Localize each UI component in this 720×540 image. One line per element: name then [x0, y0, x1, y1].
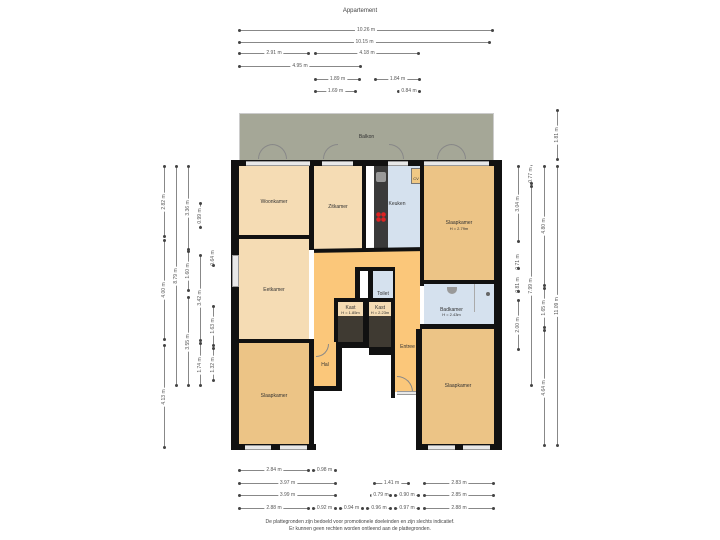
- dimension-line: 1.32 m: [209, 347, 217, 382]
- wall: [336, 342, 342, 390]
- wall: [416, 329, 422, 450]
- dimension-line: 3.97 m: [238, 479, 337, 487]
- dimension-line: 7.99 m: [527, 185, 535, 387]
- dimension-line: 2.00 m: [514, 299, 522, 351]
- wall: [314, 386, 342, 391]
- room-badkamer: Badkamer H = 2.43m: [424, 284, 494, 324]
- shower-divider: [474, 284, 475, 312]
- dimension-line: 3.99 m: [238, 491, 337, 499]
- drain-icon: [486, 292, 490, 296]
- room-entree: Entree: [395, 284, 420, 392]
- dimension-line: 4.18 m: [314, 49, 420, 57]
- room-toilet: Toilet: [373, 271, 393, 298]
- dimension-line: 0.71 m: [514, 252, 522, 272]
- dimension-line: 2.84 m: [238, 466, 310, 474]
- plan-title: Appartement: [342, 8, 378, 14]
- dimension-line: 1.41 m: [373, 479, 410, 487]
- dimension-line: 0.92 m: [312, 504, 337, 512]
- wall: [309, 342, 314, 450]
- dimension-line: 4.64 m: [540, 329, 548, 447]
- dimension-line: 4.13 m: [160, 344, 168, 449]
- dimension-line: 0.97 m: [394, 504, 420, 512]
- dimension-line: 1.69 m: [314, 87, 357, 95]
- wall: [239, 235, 310, 239]
- dimension-line: 0.81 m: [514, 275, 522, 295]
- wall: [239, 339, 315, 343]
- room-slaapkamer-ne: Slaapkamer H = 2.79m: [424, 166, 494, 281]
- dimension-line: 2.83 m: [423, 479, 495, 487]
- dimension-line: 2.82 m: [160, 165, 168, 238]
- room-zitkamer: Zitkamer: [314, 166, 362, 249]
- disclaimer: De plattegronden zijn bedoeld voor promo…: [265, 519, 455, 532]
- wall: [369, 347, 395, 355]
- window: [280, 445, 307, 450]
- dimension-line: 10.15 m: [238, 38, 491, 46]
- dimension-line: 11.09 m: [553, 165, 561, 447]
- wall: [231, 444, 316, 450]
- kitchen-counter: [374, 166, 388, 248]
- dimension-line: 1.81 m: [553, 109, 561, 161]
- dimension-line: 1.65 m: [540, 287, 548, 329]
- dimension-line: 0.98 m: [312, 466, 337, 474]
- wall: [309, 166, 314, 250]
- dimension-line: 2.85 m: [423, 491, 495, 499]
- window: [232, 255, 239, 287]
- closet-white: [360, 271, 368, 298]
- dimension-line: 0.77 m: [527, 165, 535, 185]
- dimension-line: 1.63 m: [209, 305, 217, 347]
- dimension-line: 8.79 m: [172, 165, 180, 387]
- window: [322, 161, 353, 166]
- dimension-line: 2.91 m: [238, 49, 310, 57]
- wall: [420, 324, 500, 329]
- room-slaapkamer-se: Slaapkamer: [422, 329, 494, 444]
- window: [424, 161, 489, 166]
- dimension-line: 0.64 m: [209, 248, 217, 268]
- sink-icon: [447, 287, 457, 294]
- room-kast-2: Kast H = 2.23m: [369, 302, 391, 347]
- dimension-line: 3.36 m: [184, 165, 192, 251]
- room-slaapkamer-sw: Slaapkamer: [239, 343, 309, 444]
- dimension-line: 1.89 m: [314, 75, 361, 83]
- room-eetkamer: Eetkamer: [239, 239, 309, 339]
- dimension-line: 1.74 m: [196, 342, 204, 387]
- window: [428, 445, 455, 450]
- room-kast-1: Kast H = 1.85m: [338, 302, 363, 342]
- entrance-threshold: [397, 391, 416, 395]
- dimension-line: 2.88 m: [423, 504, 495, 512]
- wall: [416, 444, 502, 450]
- dimension-line: 0.99 m: [196, 202, 204, 229]
- dimension-line: 3.55 m: [184, 296, 192, 387]
- dimension-line: 0.79 m: [370, 491, 392, 499]
- dimension-line: 1.84 m: [374, 75, 421, 83]
- window: [246, 161, 310, 166]
- wall: [362, 166, 366, 256]
- dimension-line: 1.60 m: [184, 250, 192, 292]
- dimension-line: 0.90 m: [394, 491, 420, 499]
- dimension-line: 0.94 m: [339, 504, 364, 512]
- sink-icon: [376, 172, 386, 182]
- wall: [420, 166, 424, 286]
- wall: [231, 160, 239, 450]
- wall: [494, 160, 502, 450]
- wall: [420, 280, 500, 284]
- dimension-line: 2.88 m: [238, 504, 310, 512]
- dimension-line: 10.26 m: [238, 26, 494, 34]
- dimension-line: 0.84 m: [397, 87, 421, 95]
- window: [245, 445, 271, 450]
- stove-icon: [376, 212, 386, 222]
- dimension-line: 4.95 m: [238, 62, 362, 70]
- window: [388, 161, 408, 166]
- window: [463, 445, 490, 450]
- dimension-line: 4.80 m: [540, 165, 548, 287]
- room-woonkamer: Woonkamer: [239, 166, 309, 236]
- dimension-line: 4.00 m: [160, 239, 168, 341]
- dimension-line: 0.96 m: [366, 504, 392, 512]
- wall: [231, 160, 501, 166]
- room-hal: Hal: [314, 342, 336, 387]
- dimension-line: 3.04 m: [514, 165, 522, 243]
- dimension-line: 3.42 m: [196, 254, 204, 342]
